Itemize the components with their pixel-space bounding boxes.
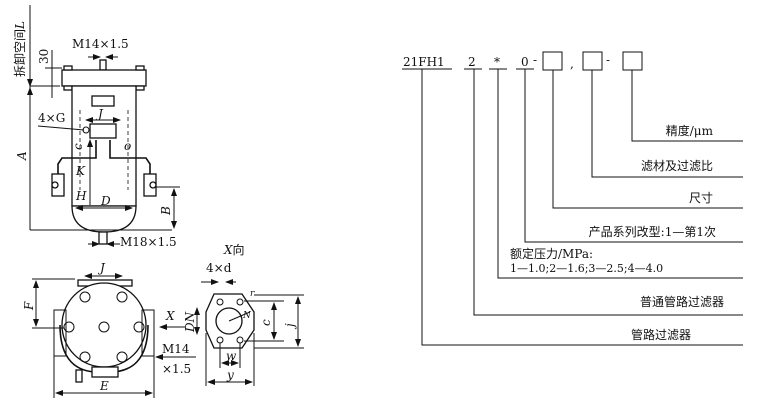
code-pressure: * (494, 55, 500, 69)
dim-c-label: c (259, 319, 273, 326)
view-arrow-X: X (165, 309, 175, 323)
size-box (542, 51, 563, 71)
label-ordinary-filter: 普通管路过滤器 (640, 294, 724, 309)
drain-port-label: M18×1.5 (120, 235, 177, 249)
dim-j-label: j (283, 323, 297, 330)
small-c-label: c (71, 143, 85, 150)
material-box (582, 51, 603, 71)
dim-DN-label: DN (183, 311, 197, 333)
top-port-label: M14×1.5 (72, 37, 129, 51)
code-dash-1: - (533, 53, 537, 67)
filter-bowl (71, 205, 137, 233)
code-comma: , (570, 57, 574, 71)
removal-space-label: 拆卸空间L (12, 21, 27, 77)
code-prefix: 21FH1 (403, 55, 445, 69)
front-view: 拆卸空间L 30 M14×1.5 4×G J K H c o (12, 5, 180, 249)
dim-F-label: F (22, 301, 36, 311)
top-dim-J-label: J (97, 261, 106, 275)
top-view: J F E X M14 ×1.5 (22, 261, 196, 398)
dim-B-label: B (159, 206, 173, 216)
label-size: 尺寸 (689, 191, 713, 205)
dim-r-label: r (250, 289, 255, 299)
label-pipeline-filter: 管路过滤器 (631, 327, 691, 342)
code-revision: 0 (521, 55, 529, 69)
x-view-title: X向 (223, 242, 245, 257)
model-code-diagram: 21FH1 2 * 0 - , - 精度/μm 滤材及过滤比 尺寸 产品系列改型… (402, 51, 743, 346)
dim-y-label: y (226, 368, 234, 382)
valve-block (89, 123, 117, 139)
label-precision: 精度/μm (666, 123, 714, 138)
dim-N-label: N (242, 311, 252, 321)
label-filter-material: 滤材及过滤比 (641, 159, 713, 173)
dim-K-label: K (75, 164, 86, 178)
dim-w-label: w (226, 349, 237, 363)
bolt-heads (63, 291, 145, 363)
holes-label: 4×d (206, 261, 232, 275)
code-type-digit: 2 (468, 55, 476, 69)
label-pressure-values: 1—1.0;2—1.6;3—2.5;4—4.0 (510, 262, 663, 275)
side-port-pitch: ×1.5 (162, 362, 191, 376)
top-cover (61, 282, 147, 368)
top-flange (61, 69, 147, 87)
dim-A-label: A (15, 151, 29, 161)
code-dash-2: - (606, 53, 610, 67)
dim-J-label: J (95, 107, 104, 121)
dim-30: 30 (37, 49, 51, 64)
drain-plug (98, 231, 108, 245)
label-revision: 产品系列改型:1—第1次 (589, 225, 716, 239)
flange-bolts-label: 4×G (38, 111, 65, 125)
nameplate (91, 95, 115, 107)
precision-box (622, 51, 643, 71)
label-pressure-title: 额定压力/MPa: (510, 246, 593, 261)
small-o-label: o (124, 139, 131, 153)
dim-H-label: H (75, 189, 87, 203)
side-port-label: M14 (162, 342, 190, 356)
dim-E-label: E (99, 379, 109, 393)
x-view: X向 4×d N r DN c j w y (183, 242, 304, 386)
dim-D-label: D (100, 194, 111, 208)
